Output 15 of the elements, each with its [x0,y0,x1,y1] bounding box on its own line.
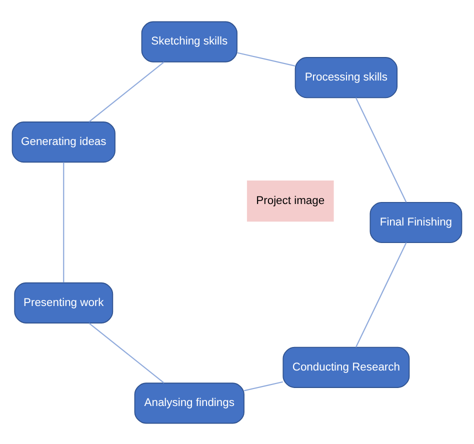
connector [88,322,164,383]
node-box: Presenting work [14,282,114,323]
connector [237,52,296,66]
node-box: Sketching skills [141,20,238,62]
node-box: Conducting Research [282,346,410,388]
node-box: Project image [246,180,334,222]
node-box: Processing skills [294,56,398,98]
node-box: Final Finishing [370,201,462,243]
connector [355,242,407,347]
connector [88,61,164,122]
connector [244,380,283,391]
connector [355,97,407,202]
connector [63,162,64,282]
node-box: Generating ideas [12,121,116,162]
node-box: Analysing findings [134,382,244,424]
